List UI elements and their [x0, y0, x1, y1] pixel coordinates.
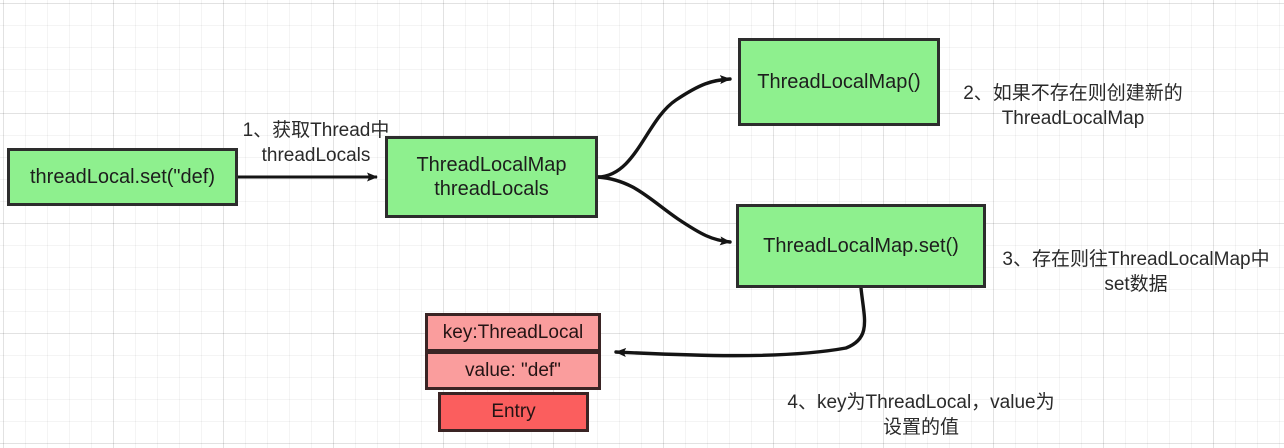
entry-key-label: key:ThreadLocal [442, 321, 584, 343]
caption-step-3: 3、存在则往ThreadLocalMap中 set数据 [988, 222, 1284, 297]
caption-step-4-text: 4、key为ThreadLocal，value为 设置的值 [787, 392, 1055, 439]
caption-step-1-text: 1、获取Thread中 threadLocals [242, 120, 390, 167]
entry-value-row[interactable]: value: "def" [425, 351, 601, 390]
node-threadlocalmap-constructor[interactable]: ThreadLocalMap() [738, 38, 940, 126]
node-threadlocals-map-label: ThreadLocalMap threadLocals [416, 153, 567, 200]
entry-key-row[interactable]: key:ThreadLocal [425, 313, 601, 352]
caption-step-2-text: 2、如果不存在则创建新的 ThreadLocalMap [963, 83, 1183, 130]
node-threadlocal-set[interactable]: threadLocal.set("def) [7, 148, 238, 206]
caption-step-3-text: 3、存在则往ThreadLocalMap中 set数据 [1002, 249, 1270, 296]
node-threadlocalmap-constructor-label: ThreadLocalMap() [757, 70, 921, 93]
caption-step-4: 4、key为ThreadLocal，value为 设置的值 [768, 365, 1074, 440]
entry-name-label: Entry [491, 401, 536, 422]
entry-value-label: value: "def" [465, 359, 561, 381]
caption-step-1: 1、获取Thread中 threadLocals [218, 93, 414, 168]
entry-name-row[interactable]: Entry [438, 392, 589, 432]
node-threadlocalmap-set[interactable]: ThreadLocalMap.set() [736, 204, 986, 288]
node-threadlocal-set-label: threadLocal.set("def) [30, 165, 215, 188]
caption-step-2: 2、如果不存在则创建新的 ThreadLocalMap [940, 56, 1206, 131]
node-threadlocalmap-set-label: ThreadLocalMap.set() [763, 234, 959, 257]
node-threadlocals-map[interactable]: ThreadLocalMap threadLocals [385, 136, 598, 218]
